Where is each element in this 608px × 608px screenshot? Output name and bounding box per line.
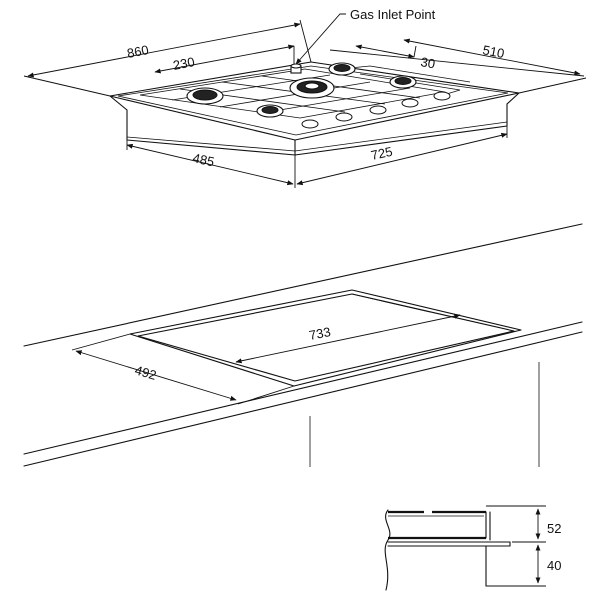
dim-230-label: 230 (172, 54, 196, 73)
control-knobs (301, 91, 451, 129)
dim-depth: 510 (329, 38, 587, 94)
section-break-line (384, 509, 391, 591)
gas-inlet-callout: Gas Inlet Point (295, 7, 436, 65)
dim-725-label: 725 (370, 144, 394, 163)
dim-cutout-depth: 492 (71, 333, 295, 405)
dim-front-right: 725 (296, 126, 508, 186)
gas-inlet-stub (290, 63, 302, 74)
dim-section-heights: 52 40 (486, 505, 561, 587)
dim-492-label: 492 (133, 362, 158, 382)
dim-733-label: 733 (308, 324, 332, 343)
burners (186, 62, 417, 118)
dim-inlet-offset: 230 (154, 44, 295, 74)
dim-510-label: 510 (481, 42, 505, 61)
gas-inlet-label: Gas Inlet Point (350, 7, 436, 22)
dim-cutout-width: 733 (235, 313, 461, 364)
cutout-opening (129, 289, 522, 387)
worktop (23, 223, 583, 467)
hob-top-plate (109, 61, 520, 156)
section-view: 52 40 (384, 505, 561, 591)
dim-40-label: 40 (547, 558, 561, 573)
dim-485-label: 485 (191, 150, 215, 169)
hob-profile (387, 510, 511, 587)
cutout-view: 733 492 (23, 223, 583, 467)
dim-860-label: 860 (126, 42, 150, 61)
dim-52-label: 52 (547, 521, 561, 536)
hob-view: Gas Inlet Point 860 230 30 510 (23, 7, 587, 188)
dim-30-label: 30 (419, 54, 436, 71)
dim-front-left: 485 (126, 140, 296, 188)
dim-inlet-side: 30 (355, 44, 436, 71)
